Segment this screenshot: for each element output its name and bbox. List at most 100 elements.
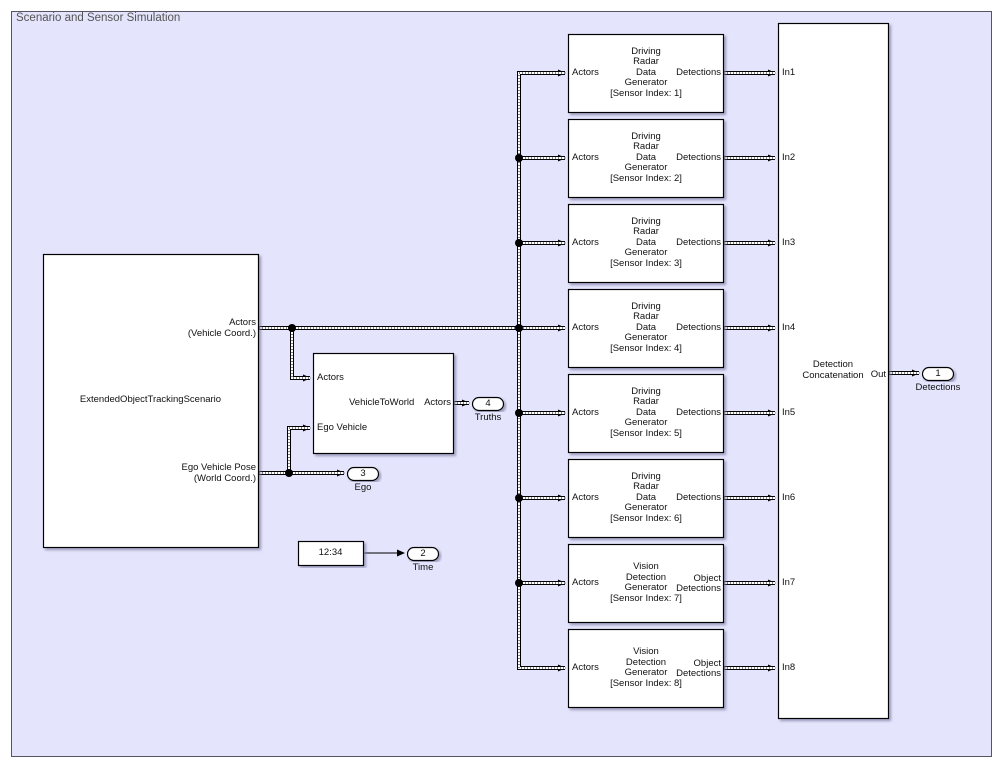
concat-block-name: Detection Concatenation — [795, 359, 871, 381]
sensor-block-4[interactable] — [567, 288, 725, 369]
sensor-out-port-line: Detections — [676, 151, 721, 163]
sensor-type-line: Detection — [625, 656, 667, 668]
v2w-in-actors-label: Actors — [317, 372, 344, 383]
sensor-type-line: Generator — [624, 667, 668, 678]
sensor-index-label: [Sensor Index: 7] — [610, 592, 682, 604]
sensor-out-port-line: Detections — [676, 668, 721, 679]
concat-in-port-label: In7 — [782, 577, 796, 588]
sensor-type-line: Data — [635, 151, 657, 163]
sensor-type-line: Data — [635, 491, 657, 503]
outport-4-label: Truths — [474, 412, 502, 423]
port-label-line: Ego Vehicle Pose — [181, 462, 256, 473]
sensor-in-port-label: Actors — [572, 67, 599, 78]
branch-point — [515, 239, 523, 247]
scenario-port-ego-label: Ego Vehicle Pose (World Coord.) — [140, 462, 256, 484]
outport-2[interactable] — [406, 546, 440, 562]
sensor-type-line: Radar — [633, 396, 659, 408]
v2w-in-ego-label: Ego Vehicle — [317, 422, 368, 433]
sensor-type-line: Generator — [624, 417, 668, 429]
sensor-block-8[interactable] — [567, 628, 725, 709]
sensor-block-5[interactable] — [567, 373, 725, 454]
detection-concatenation-block[interactable] — [777, 22, 890, 720]
sensor-out-port-label: Detections — [660, 151, 721, 164]
outport-3-label: Ego — [354, 482, 372, 493]
sensor-index-label: [Sensor Index: 4] — [610, 342, 682, 354]
branch-point — [285, 469, 293, 477]
outport-4[interactable] — [471, 396, 505, 412]
scenario-block-name: ExtendedObjectTrackingScenario — [79, 394, 222, 405]
outport-3-number: 3 — [360, 468, 366, 479]
sensor-in-port-label: Actors — [572, 152, 599, 163]
sensor-type-line: Generator — [624, 502, 668, 514]
concat-name-line: Detection — [812, 359, 854, 370]
wire-bus-to-sensor-8[interactable] — [517, 328, 566, 672]
wire-actors-to-v2w[interactable] — [290, 328, 311, 382]
sensor-out-port-line: Detections — [676, 321, 721, 333]
vehicle-to-world-block[interactable] — [312, 352, 455, 455]
sensor-type-line: Driving — [631, 470, 661, 482]
sensor-type-line: Vision — [633, 561, 659, 572]
sensor-out-port-line: Object — [693, 657, 721, 669]
sensor-block-7[interactable] — [567, 543, 725, 624]
outport-2-number: 2 — [420, 548, 426, 559]
concat-in-port-label: In5 — [782, 407, 796, 418]
sensor-index-label: [Sensor Index: 3] — [610, 257, 682, 269]
sensor-type-line: Radar — [633, 56, 659, 68]
sensor-out-port-line: Detections — [676, 491, 721, 503]
outport-4-number: 4 — [485, 398, 491, 409]
sensor-type-line: Detection — [625, 571, 667, 583]
wire-ego-to-v2w[interactable] — [287, 424, 311, 473]
concat-in-port-label: In4 — [782, 322, 796, 333]
sensor-in-port-label: Actors — [572, 322, 599, 333]
outport-1[interactable] — [921, 366, 955, 382]
scenario-port-actors-label: Actors (Vehicle Coord.) — [140, 317, 256, 339]
sensor-in-port-label: Actors — [572, 662, 599, 673]
sensor-out-port-label: Detections — [660, 66, 721, 79]
scenario-block[interactable] — [42, 253, 260, 549]
branch-point — [515, 409, 523, 417]
sensor-index-label: [Sensor Index: 2] — [610, 172, 682, 184]
sensor-index-label: [Sensor Index: 1] — [610, 87, 682, 99]
sensor-type-line: Driving — [631, 45, 661, 57]
branch-point — [515, 154, 523, 162]
sensor-block-1[interactable] — [567, 33, 725, 114]
concat-name-line: Concatenation — [802, 369, 864, 381]
sensor-out-port-line: Detections — [676, 66, 721, 78]
sensor-block-3[interactable] — [567, 203, 725, 284]
outport-1-label: Detections — [915, 382, 961, 393]
concat-in-port-label: In3 — [782, 237, 796, 248]
v2w-out-actors-label: Actors — [424, 397, 451, 408]
v2w-block-name: VehicleToWorld — [349, 397, 415, 408]
sensor-type-line: Driving — [631, 300, 661, 312]
branch-point — [288, 324, 296, 332]
port-label-line: (World Coord.) — [193, 472, 256, 484]
sensor-out-port-label: Detections — [660, 236, 721, 249]
outport-3[interactable] — [346, 466, 380, 482]
outport-1-number: 1 — [935, 368, 941, 379]
sensor-type-line: Radar — [633, 481, 659, 493]
clock-value: 12:34 — [318, 547, 343, 558]
sensor-type-line: Generator — [624, 332, 668, 344]
area-title: Scenario and Sensor Simulation — [16, 12, 181, 24]
sensor-type-line: Radar — [633, 311, 659, 323]
branch-point — [515, 324, 523, 332]
clock-block[interactable] — [297, 540, 365, 567]
sensor-in-port-label: Actors — [572, 407, 599, 418]
bus-dots — [288, 427, 310, 473]
sensor-in-port-label: Actors — [572, 237, 599, 248]
sensor-out-port-line: Detections — [676, 236, 721, 248]
sensor-type-line: Data — [635, 406, 657, 418]
sensor-type-line: Driving — [631, 215, 661, 227]
sensor-block-6[interactable] — [567, 458, 725, 539]
sensor-type-line: Data — [635, 321, 657, 333]
sensor-type-line: Data — [635, 66, 657, 78]
sensor-out-port-label: Detections — [660, 407, 721, 419]
sensor-out-port-line: Detections — [676, 583, 721, 594]
sensor-block-2[interactable] — [567, 118, 725, 199]
